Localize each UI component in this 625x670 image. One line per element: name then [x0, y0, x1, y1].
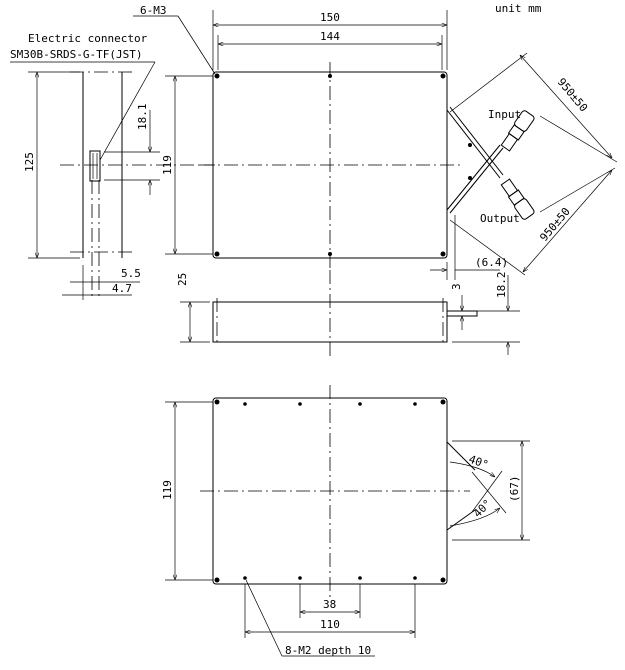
- mount-holes-bottom-label: 8-M2 depth 10: [285, 644, 371, 657]
- height-outer-dim: 125: [23, 152, 36, 172]
- connector-part: SM30B-SRDS-G-TF(JST): [10, 48, 142, 61]
- fiber-exit-icon: [446, 310, 478, 317]
- width-holes-dim: 144: [320, 30, 340, 43]
- angle-top-dim: 40°: [467, 453, 490, 472]
- side-view: Electric connector SM30B-SRDS-G-TF(JST) …: [10, 32, 215, 300]
- fiber-length-output-dim: 950±50: [537, 205, 573, 244]
- dim-4-7: 4.7: [112, 282, 132, 295]
- connector-title: Electric connector: [28, 32, 148, 45]
- unit-note: unit mm: [495, 2, 542, 15]
- hole-spacing-outer-dim: 110: [320, 618, 340, 631]
- width-outer-dim: 150: [320, 11, 340, 24]
- fiber-output-label: Output: [480, 212, 520, 225]
- m3-holes: [214, 73, 446, 257]
- electric-connector-icon: [89, 150, 101, 182]
- connector-offset-dim: 18.1: [136, 104, 149, 131]
- front-view: 25 3 18.2: [176, 270, 520, 360]
- fiber-offset-dim: (6.4): [475, 256, 508, 269]
- fiber-span-dim: (67): [508, 476, 521, 503]
- fiber-height-small-dim: 3: [450, 283, 463, 290]
- m2-holes: [214, 399, 446, 583]
- angle-bottom-dim: 40°: [471, 497, 494, 520]
- bottom-height-holes-dim: 119: [161, 480, 174, 500]
- bottom-view: 119 40° 40° (67) 38 110 8-M2 depth 10: [161, 385, 530, 657]
- fiber-height-dim: 18.2: [495, 272, 508, 299]
- fiber-length-input-dim: 950±50: [555, 76, 591, 115]
- top-view: 6-M3 150 144 119: [133, 4, 618, 280]
- mount-holes-label: 6-M3: [140, 4, 167, 17]
- hole-spacing-inner-dim: 38: [323, 598, 336, 611]
- fiber-pigtails: Input Output: [446, 106, 535, 225]
- thickness-dim: 25: [176, 273, 189, 286]
- dim-5-5: 5.5: [121, 267, 141, 280]
- fiber-input-label: Input: [488, 108, 521, 121]
